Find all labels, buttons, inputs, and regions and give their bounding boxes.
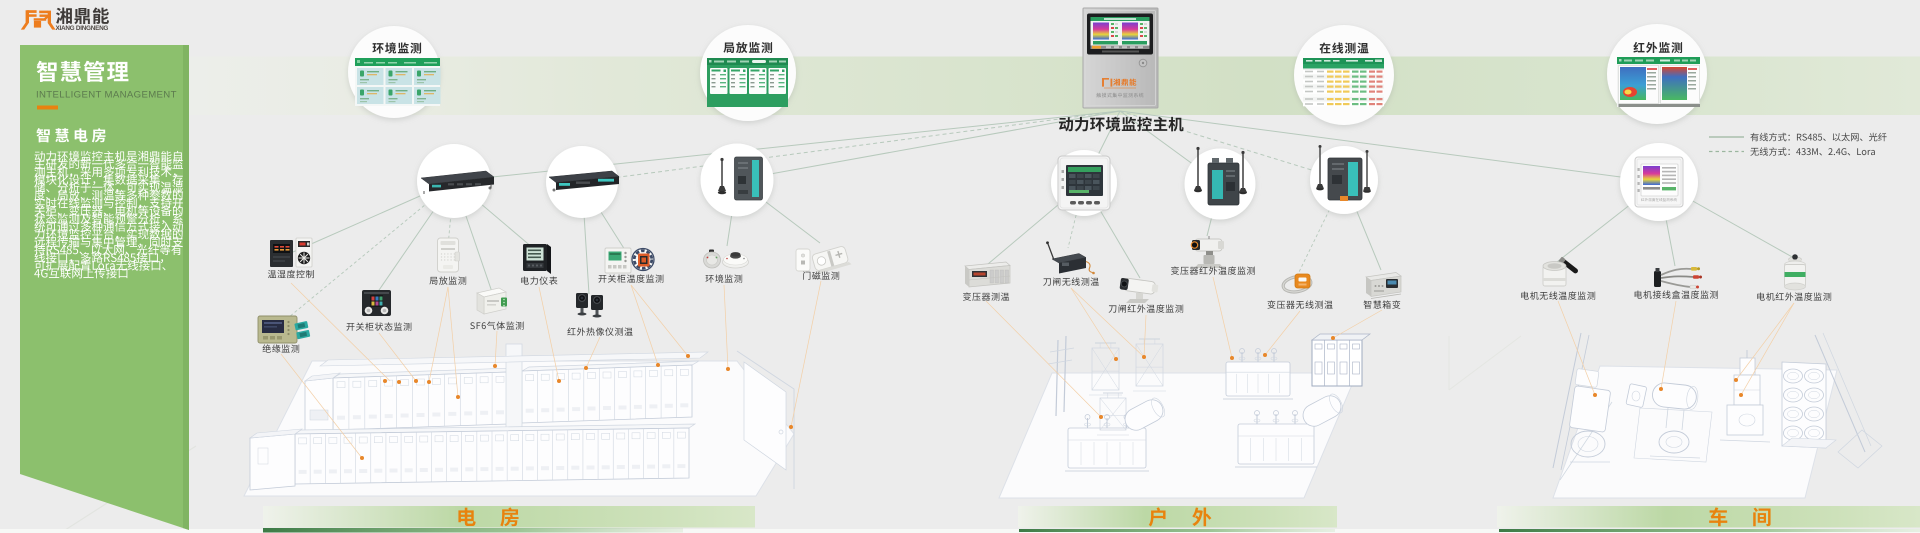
svg-text:XIANG DINGNENG: XIANG DINGNENG [56,25,109,32]
svg-text:INTELLIGENT MANAGEMENT: INTELLIGENT MANAGEMENT [36,90,177,101]
